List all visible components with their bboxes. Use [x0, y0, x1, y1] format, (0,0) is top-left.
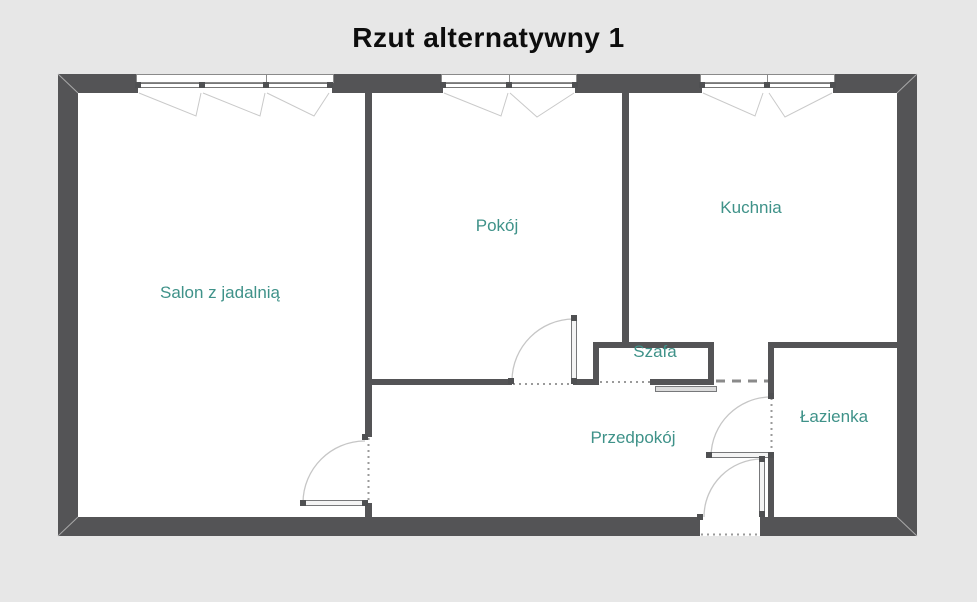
door-jamb-icon — [768, 393, 774, 399]
wall-szafa-top — [593, 342, 714, 348]
door-hinge-icon — [768, 452, 774, 458]
wall-east — [897, 74, 917, 536]
wall-lazienka-left-upper — [768, 342, 774, 397]
wall-przedpokoj-north-a — [365, 379, 512, 385]
window-frame-icon — [767, 74, 835, 83]
door-jamb-icon — [508, 378, 514, 384]
window-joint-icon — [327, 82, 333, 88]
room-label-przedpokoj: Przedpokój — [590, 428, 676, 447]
wall-salon-divider-lower — [365, 503, 372, 517]
window-joint-icon — [440, 82, 446, 88]
wall-lazienka-top — [768, 342, 898, 348]
door-tip-icon — [300, 500, 306, 506]
door-hinge-icon — [759, 511, 765, 517]
room-label-szafa: Szafa — [633, 342, 677, 361]
floor-area — [58, 74, 917, 536]
page-title: Rzut alternatywny 1 — [352, 22, 625, 53]
window-frame-icon — [441, 74, 511, 83]
door-tip-icon — [759, 456, 765, 462]
wall-przedpokoj-north-c — [650, 379, 714, 385]
wall-szafa-left — [593, 342, 599, 385]
door-leaf-entrance — [759, 459, 765, 517]
entrance-opening — [700, 517, 760, 536]
door-tip-icon — [706, 452, 712, 458]
window-joint-icon — [572, 82, 578, 88]
window-joint-icon — [506, 82, 512, 88]
wall-south — [58, 517, 917, 536]
window-joint-icon — [199, 82, 205, 88]
room-label-kuchnia: Kuchnia — [720, 198, 782, 217]
wall-pokoj-kuchnia-divider — [622, 93, 629, 345]
wall-lazienka-left-lower — [768, 457, 774, 517]
wall-salon-divider-upper — [365, 93, 372, 437]
window-sash-icon — [138, 83, 332, 88]
szafa-sliding-door-icon — [655, 386, 717, 392]
door-jamb-icon — [362, 434, 368, 440]
door-tip-icon — [571, 315, 577, 321]
room-label-lazienka: Łazienka — [799, 407, 869, 426]
door-leaf-salon — [303, 500, 366, 506]
door-jamb-icon — [697, 514, 703, 520]
window-joint-icon — [263, 82, 269, 88]
window-joint-icon — [764, 82, 770, 88]
window-joint-icon — [830, 82, 836, 88]
door-hinge-icon — [362, 500, 368, 506]
door-hinge-icon — [571, 378, 577, 384]
wall-west — [58, 74, 78, 536]
window-joint-icon — [135, 82, 141, 88]
window-joint-icon — [699, 82, 705, 88]
wall-szafa-right — [708, 342, 714, 385]
room-label-pokoj: Pokój — [475, 216, 519, 235]
wall-przedpokoj-north-b — [573, 379, 599, 385]
window-frame-icon — [266, 74, 334, 83]
door-leaf-pokoj — [571, 318, 577, 380]
window-frame-icon — [509, 74, 577, 83]
window-frame-icon — [700, 74, 769, 83]
room-label-salon: Salon z jadalnią — [159, 283, 281, 302]
